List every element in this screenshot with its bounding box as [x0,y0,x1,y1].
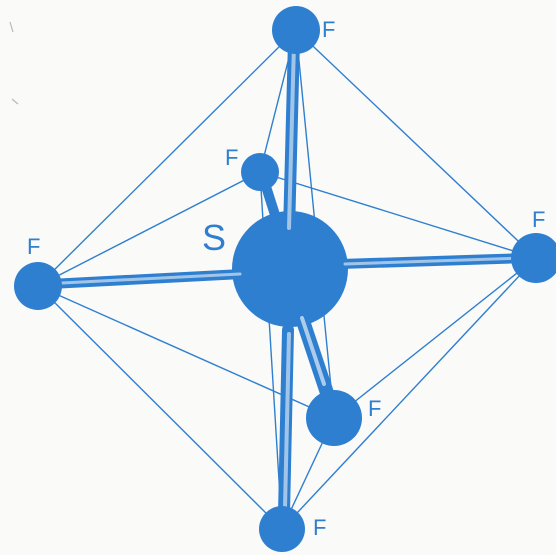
sulfur-label: S [202,217,226,258]
fluorine-atom-back [241,153,279,191]
bond-right-highlight [343,256,526,266]
bond-left-highlight [60,272,242,285]
bond-front-highlight [300,316,326,386]
fluorine-label-bottom: F [313,515,326,540]
bond-top-highlight [287,42,296,230]
fluorine-label-right: F [532,207,545,232]
front-bonds [45,34,533,520]
fluorine-atom-top [272,6,320,54]
edge-bottom-right [281,257,537,530]
fluorine-atom-front [306,390,362,446]
fluorine-label-front: F [368,396,381,421]
fluorine-label-top: F [322,17,335,42]
scan-mark [9,21,14,33]
edge-top-left [37,29,297,287]
edge-left-back [37,171,261,287]
edge-back-right [259,171,537,259]
edge-bottom-left [37,285,283,530]
fluorine-label-back: F [225,145,238,170]
fluorine-label-left: F [27,234,40,259]
fluorine-atom-right [511,233,556,283]
edge-right-front [333,257,537,419]
sulfur-atom [232,211,348,327]
edge-top-right [295,29,537,259]
scan-mark [11,98,19,105]
bond-bottom-highlight [283,332,291,510]
fluorine-atom-bottom [259,506,305,552]
fluorine-atom-left [14,262,62,310]
